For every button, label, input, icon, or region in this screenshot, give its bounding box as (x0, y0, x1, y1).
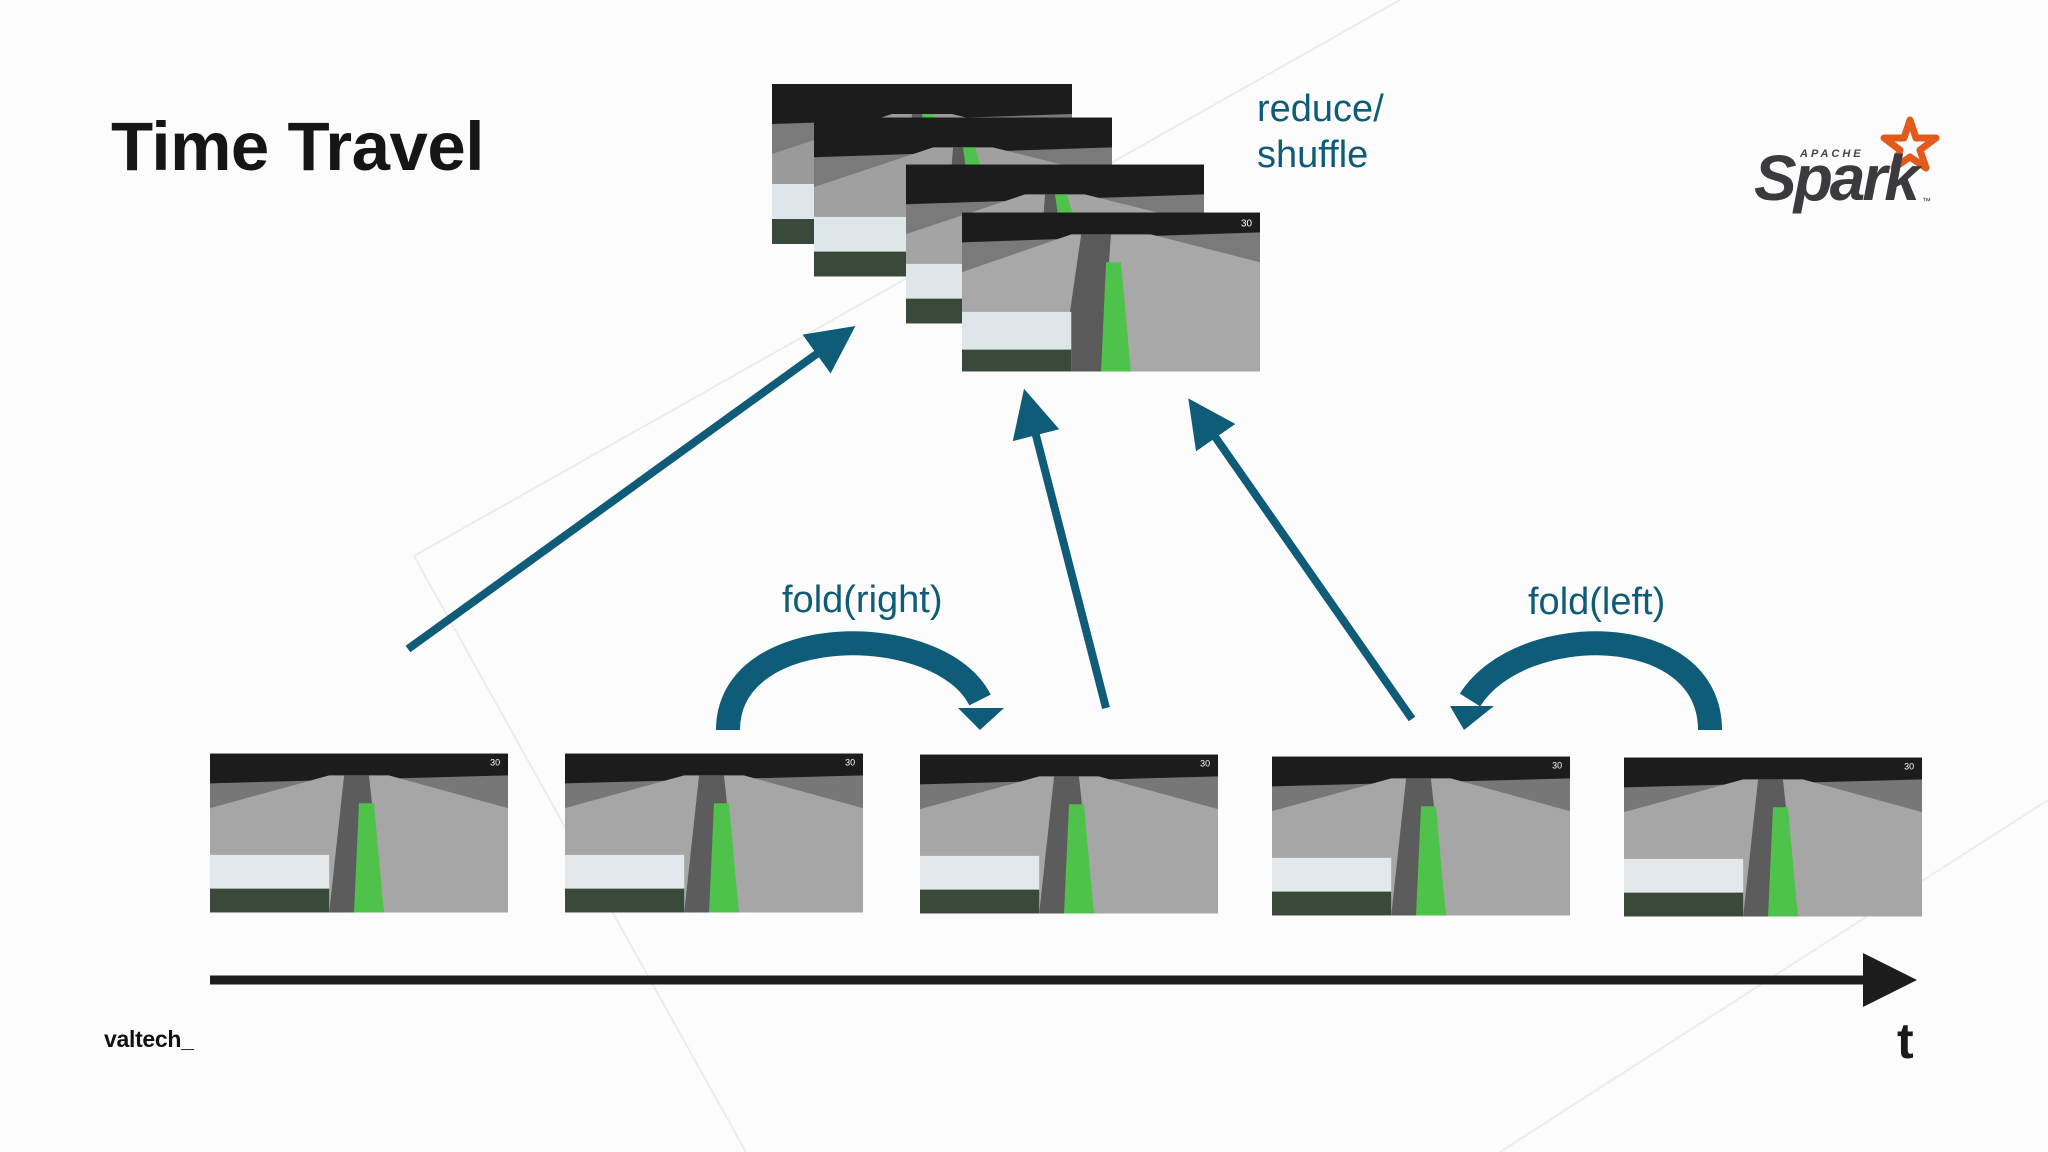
fold-left-arrow (1459, 631, 1722, 731)
reduce-shuffle-label: reduce/ shuffle (1257, 86, 1457, 179)
arrow-to-reduce-1 (405, 325, 856, 653)
spark-apache-text: APACHE (1800, 148, 1864, 160)
fold-right-label: fold(right) (782, 579, 943, 621)
spark-wordmark: Spark (1754, 142, 1920, 214)
street-view-frame: 30 (1624, 757, 1922, 917)
frame-t5: 30 (1624, 756, 1922, 918)
speed-sign-text: 30 (1904, 761, 1914, 771)
frame-t1: 30 (210, 752, 508, 914)
fold-left-label: fold(left) (1528, 581, 1666, 623)
frame-t4: 30 (1272, 755, 1570, 917)
frame-t2: 30 (565, 752, 863, 914)
slide-title: Time Travel (111, 108, 484, 185)
speed-sign-text: 30 (490, 757, 500, 767)
reduce-label: reduce/ (1257, 88, 1384, 130)
shuffle-label: shuffle (1257, 134, 1369, 177)
speed-sign-text: 30 (1241, 218, 1253, 229)
apache-spark-logo: APACHE Spark ™ (1750, 112, 1950, 222)
spark-star-icon (1880, 116, 1940, 172)
fold-right-arrow (716, 631, 991, 731)
fold-right-arrowhead (958, 708, 1004, 730)
street-view-frame: 30 (920, 754, 1218, 914)
speed-sign-text: 30 (1200, 758, 1210, 768)
arrow-to-reduce-2 (1012, 388, 1110, 709)
speed-sign-text: 30 (1552, 760, 1562, 770)
street-view-frame: 30 (962, 212, 1260, 372)
time-axis-label: t (1897, 1013, 1914, 1069)
street-view-frame: 30 (1272, 756, 1570, 916)
spark-trademark: ™ (1922, 196, 1931, 206)
street-view-frame: 30 (210, 753, 508, 913)
speed-sign-text: 30 (845, 757, 855, 767)
arrow-to-reduce-3 (1188, 398, 1416, 722)
street-view-frame: 30 (565, 753, 863, 913)
frame-stack-4: 30 (962, 212, 1260, 372)
valtech-logo: valtech_ (104, 1026, 194, 1052)
frame-t3: 30 (920, 753, 1218, 915)
fold-left-arrowhead (1450, 706, 1494, 730)
